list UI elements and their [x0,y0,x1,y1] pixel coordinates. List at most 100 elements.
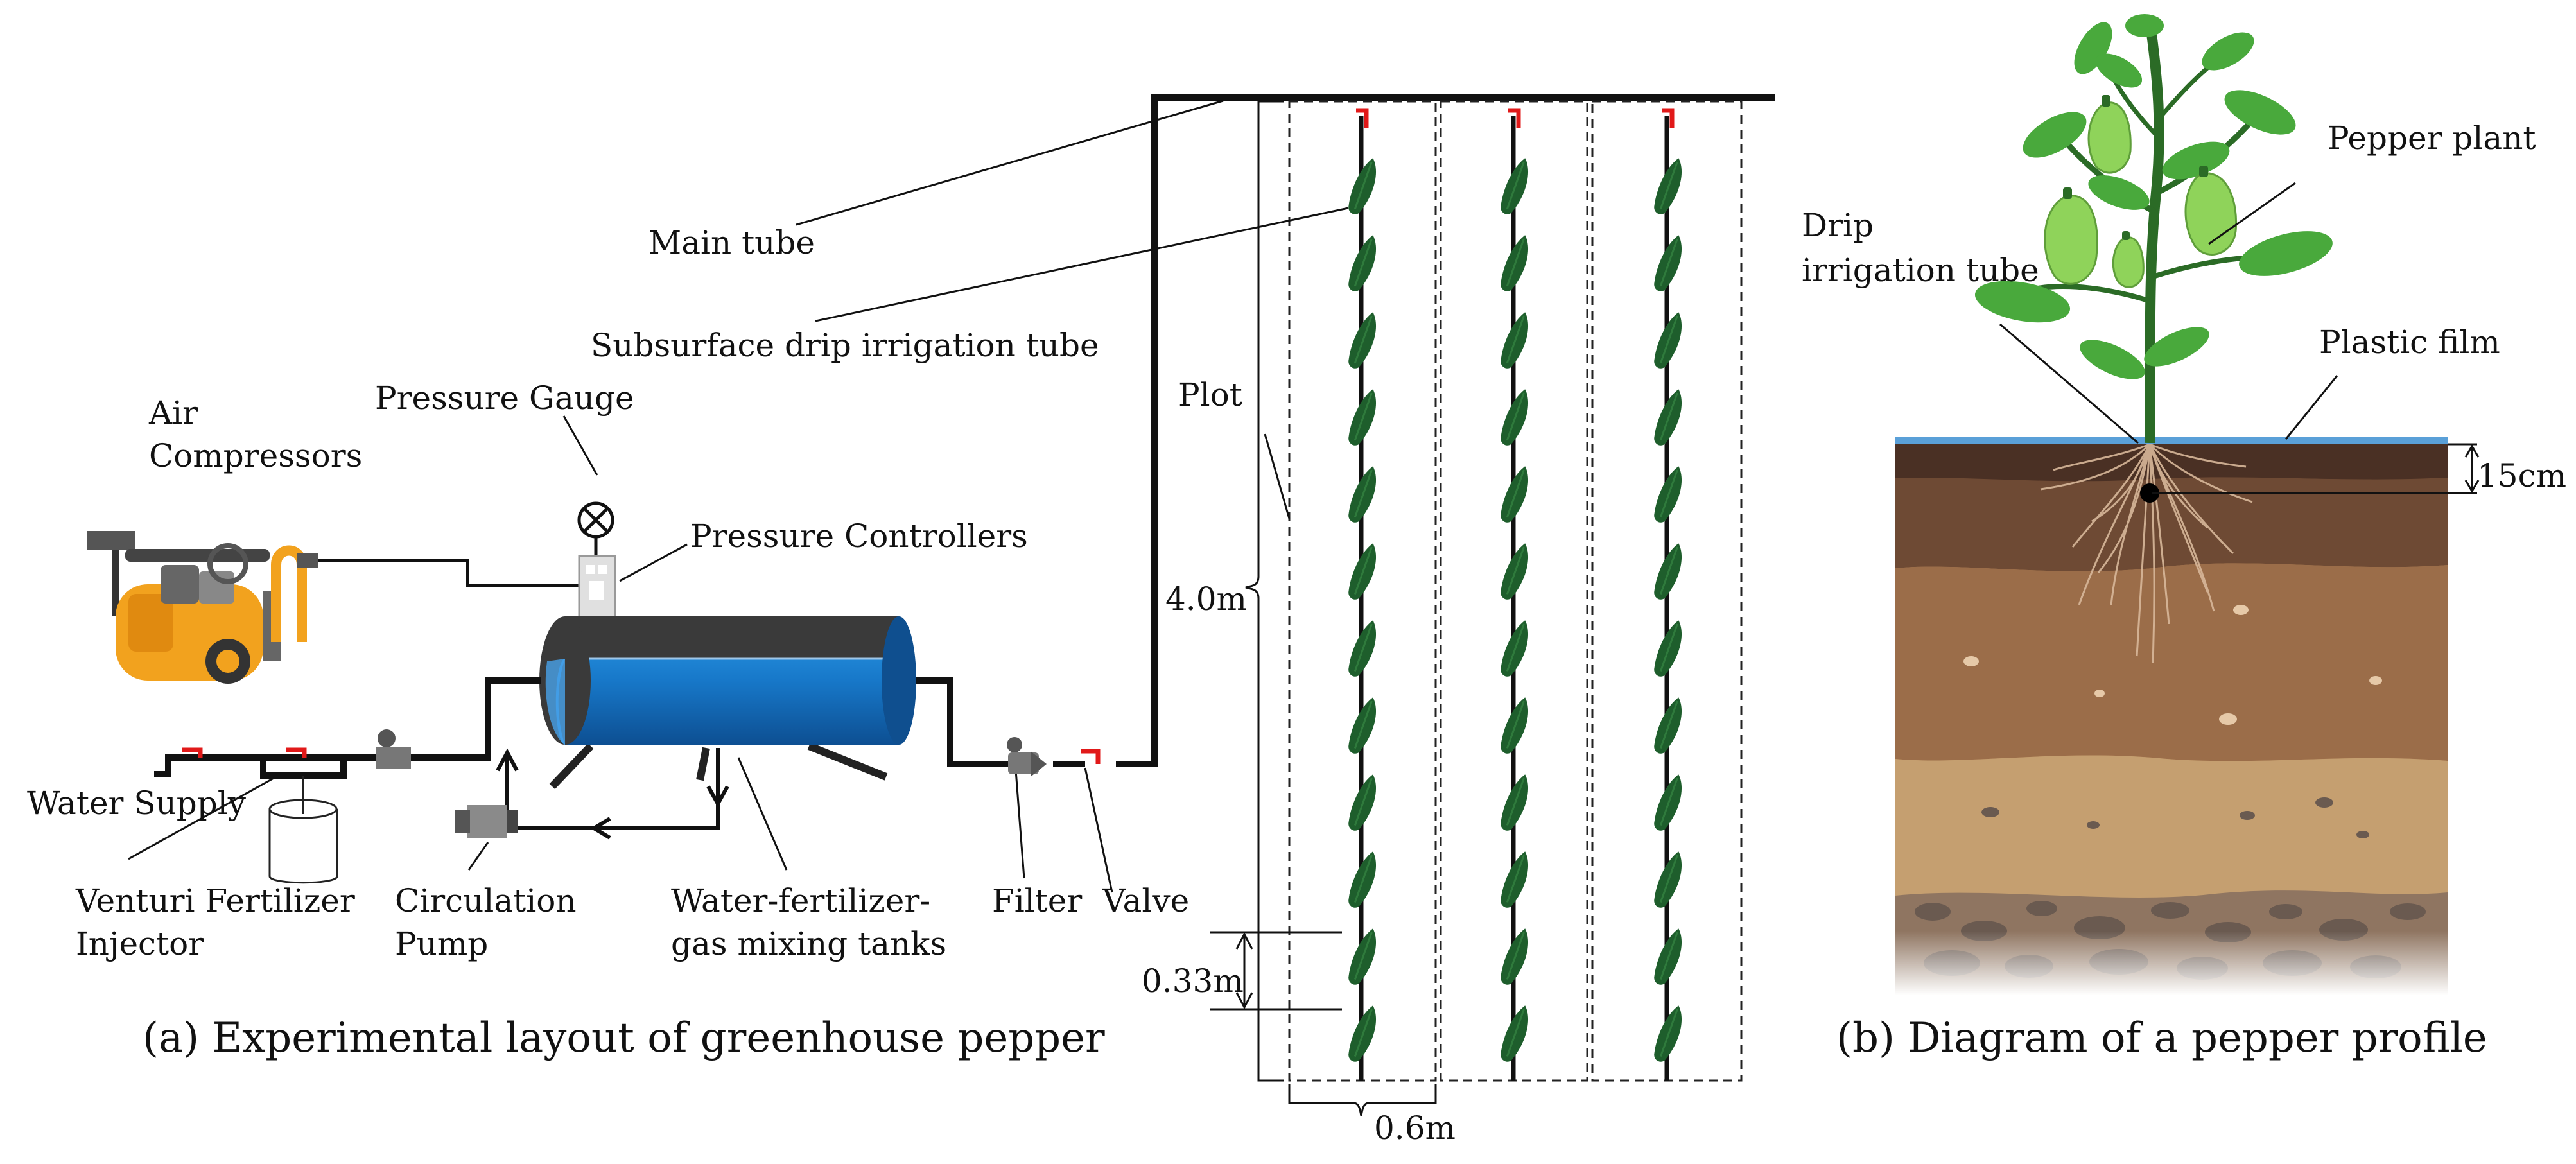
leader-lines [128,100,1349,893]
air-line [318,559,584,587]
label-mixing-1: Water-fertilizer- [671,882,930,919]
root-strand [2148,444,2170,625]
depth-15cm-dimension [2448,443,2480,493]
emitter-leaf [1649,847,1689,912]
emitter-leaf [1496,231,1535,296]
emitter-leaf [1496,539,1535,604]
label-mixing-2: gas mixing tanks [671,925,946,962]
emitter-leaf [1344,693,1383,758]
emitter-leaf [1496,308,1535,373]
label-water-supply: Water Supply [27,785,247,822]
supply-valves [182,747,1101,764]
emitter-leaf [1496,462,1535,527]
emitter-leaf [1344,847,1383,912]
emitter-leaf [1649,462,1689,527]
emitter-leaf [1649,154,1689,219]
emitter-leaf [1496,154,1535,219]
check-valve [376,729,411,769]
label-plot: Plot [1178,376,1242,413]
emitter-leaf [1496,770,1535,835]
caption-a: (a) Experimental layout of greenhouse pe… [143,1014,1105,1062]
emitter-leaf [1344,231,1383,296]
spacing-033-dimension [1210,931,1342,1011]
label-depth-15cm: 15cm [2477,457,2566,494]
circulation-pump [455,805,518,838]
emitter-leaf [1649,1002,1689,1066]
panel-b-leader-lines [1999,182,2338,444]
label-pressure-gauge: Pressure Gauge [375,379,634,417]
emitter-leaf [1344,925,1383,989]
emitter-leaf [1344,385,1383,450]
emitter-leaf [1344,616,1383,681]
emitter-leaves [1344,154,1689,1066]
label-air-compressors-1: Air [148,394,198,431]
pressure-controller [578,555,616,619]
lateral-valves [1356,108,1675,128]
root-strand [2148,444,2208,529]
label-air-compressors-2: Compressors [149,437,362,474]
plastic-film [1895,437,2448,444]
panel-a-labels: Main tube Subsurface drip irrigation tub… [27,224,1456,1147]
soil-profile [1895,443,2448,995]
emitter-leaf [1649,308,1689,373]
emitter-leaf [1496,925,1535,989]
emitter-leaf [1496,1002,1535,1066]
root-strand [2091,444,2151,523]
caption-b: (b) Diagram of a pepper profile [1836,1014,2487,1062]
emitter-leaf [1649,693,1689,758]
fertilizer-bucket [268,776,338,884]
filter [1007,737,1047,777]
drip-emitter-dot [2140,483,2159,503]
pressure-gauge [577,501,614,557]
emitter-leaf [1496,385,1535,450]
pepper-plant-illustration [1974,14,2333,444]
plot-bracket [1245,100,1284,1082]
spacing-06-bracket [1288,1084,1437,1116]
emitter-leaf [1649,385,1689,450]
emitter-leaf [1344,539,1383,604]
emitter-leaf [1649,616,1689,681]
emitter-leaf [1649,770,1689,835]
label-plastic-film: Plastic film [2319,324,2500,361]
label-pepper-plant: Pepper plant [2328,119,2536,157]
emitter-leaf [1496,847,1535,912]
label-filter: Filter [992,882,1082,919]
pepper-roots [2040,443,2253,663]
root-strand [2136,444,2151,657]
root-strand [2071,444,2151,548]
emitter-leaf [1649,925,1689,989]
label-subsurface-tube: Subsurface drip irrigation tube [591,327,1099,364]
label-venturi-2: Injector [76,925,204,962]
air-compressor [87,531,318,684]
main-tube [1127,94,1775,767]
root-strand [2148,444,2155,663]
root-strand [2097,444,2151,573]
root-strand [2149,443,2247,468]
label-length-4m: 4.0m [1165,580,1247,618]
mixing-tank [539,616,916,790]
label-drip-tube-2: irrigation tube [1802,252,2039,289]
root-strand [2148,444,2234,555]
label-spacing-033: 0.33m [1142,962,1244,1000]
emitter-leaf [1649,231,1689,296]
panel-b-labels: Pepper plant Drip irrigation tube Plasti… [1802,119,2566,1062]
root-strand [2053,443,2150,471]
label-venturi-1: Venturi Fertilizer [75,882,355,919]
label-drip-tube-1: Drip [1802,207,1874,244]
emitter-leaf [1344,154,1383,219]
label-circulation-1: Circulation [395,882,577,919]
emitter-leaf [1344,1002,1383,1066]
label-pressure-controllers: Pressure Controllers [690,517,1028,555]
label-circulation-2: Pump [395,925,488,962]
emitter-leaf [1344,308,1383,373]
label-valve: Valve [1102,882,1189,919]
label-spacing-06: 0.6m [1374,1109,1456,1147]
emitter-leaf [1496,616,1535,681]
supply-pipeline [154,677,1154,779]
root-strand [2148,443,2253,503]
emitter-leaf [1496,693,1535,758]
emitter-leaf [1344,770,1383,835]
root-strand [2040,443,2151,491]
emitter-leaf [1344,462,1383,527]
